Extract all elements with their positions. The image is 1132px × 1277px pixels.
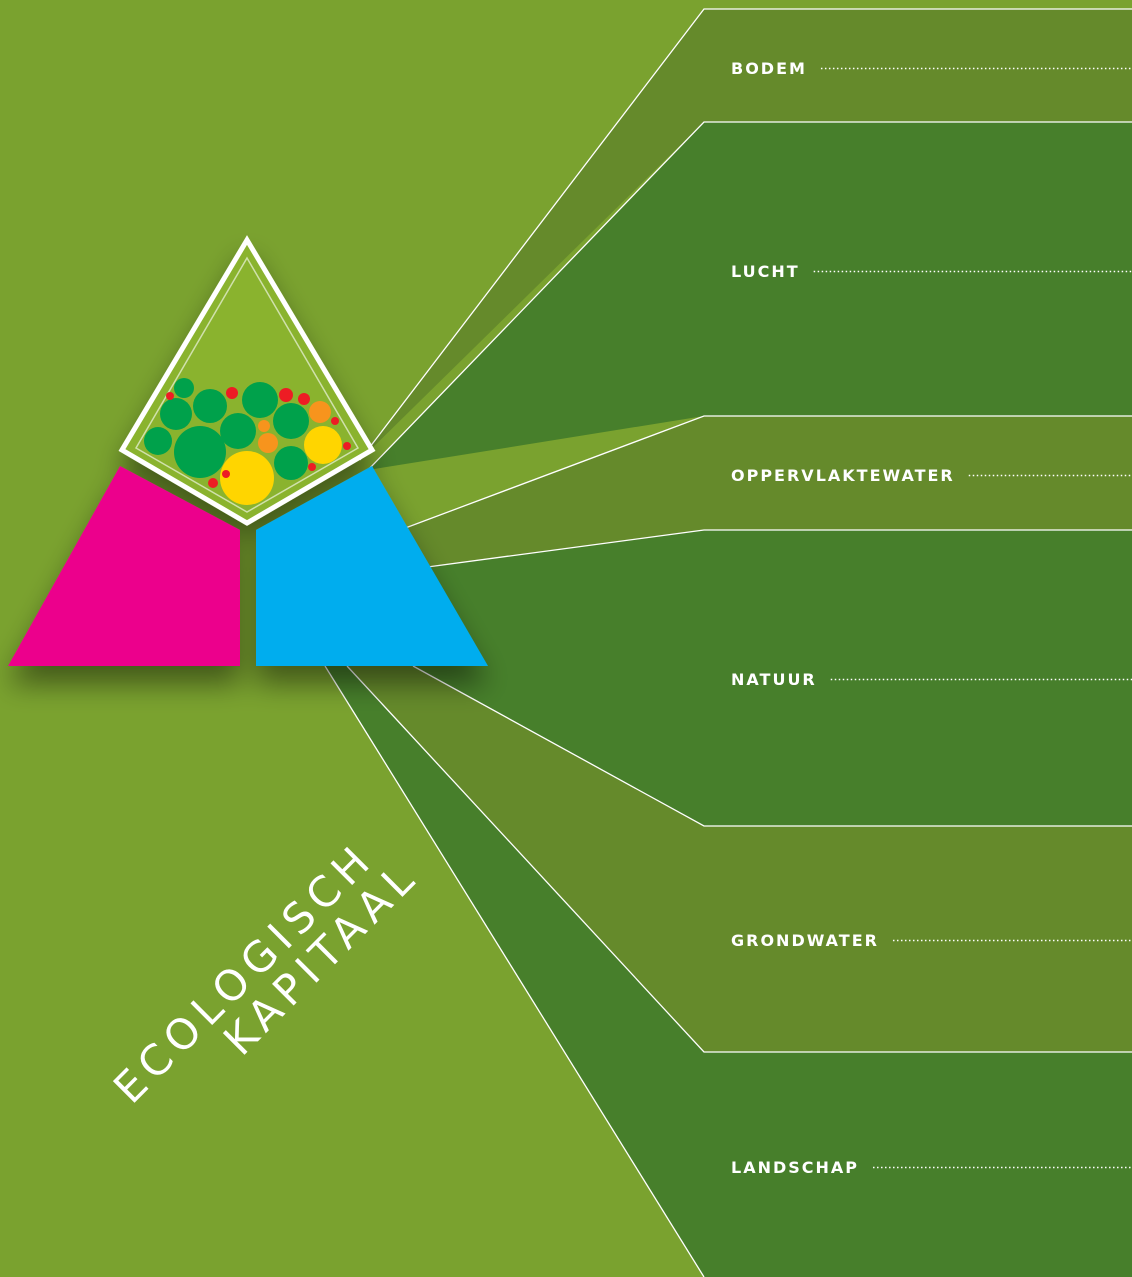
cluster-circle xyxy=(193,389,227,423)
band-label-natuur: NATUUR xyxy=(731,669,817,689)
cluster-circle xyxy=(226,387,238,399)
circle-cluster xyxy=(144,378,351,505)
cluster-circle xyxy=(174,426,226,478)
cluster-circle xyxy=(174,378,194,398)
cluster-circle xyxy=(273,403,309,439)
segment-right xyxy=(256,466,488,666)
cluster-circle xyxy=(304,426,342,464)
cluster-circle xyxy=(208,478,218,488)
band-panels xyxy=(325,9,1132,1277)
cluster-circle xyxy=(309,401,331,423)
band-label-grondwater: GRONDWATER xyxy=(731,930,879,950)
band-label-landschap: LANDSCHAP xyxy=(731,1157,860,1177)
cluster-circle xyxy=(144,427,172,455)
cluster-circle xyxy=(274,446,308,480)
band-natuur xyxy=(413,530,1132,826)
cluster-circle xyxy=(279,388,293,402)
band-label-lucht: LUCHT xyxy=(731,261,800,281)
band-label-bodem: BODEM xyxy=(731,58,807,78)
leader-lines xyxy=(813,67,1132,1169)
segment-top-inner-border xyxy=(134,256,360,513)
band-dividers xyxy=(324,8,1132,1277)
cluster-circle xyxy=(298,393,310,405)
band-label-oppervlaktewater: OPPERVLAKTEWATER xyxy=(731,465,955,485)
cluster-circle xyxy=(220,451,274,505)
cluster-circle xyxy=(160,398,192,430)
cluster-circle xyxy=(220,413,256,449)
cluster-circle xyxy=(343,442,351,450)
cluster-circle xyxy=(242,382,278,418)
band-lucht xyxy=(368,122,1132,470)
cluster-circle xyxy=(258,420,270,432)
cluster-circle xyxy=(258,433,278,453)
cluster-circle xyxy=(166,392,174,400)
segment-left xyxy=(8,466,240,666)
cluster-circle xyxy=(222,470,230,478)
cluster-circle xyxy=(308,463,316,471)
band-landschap xyxy=(325,666,1132,1277)
band-grondwater xyxy=(347,666,1132,1052)
cluster-circle xyxy=(331,417,339,425)
